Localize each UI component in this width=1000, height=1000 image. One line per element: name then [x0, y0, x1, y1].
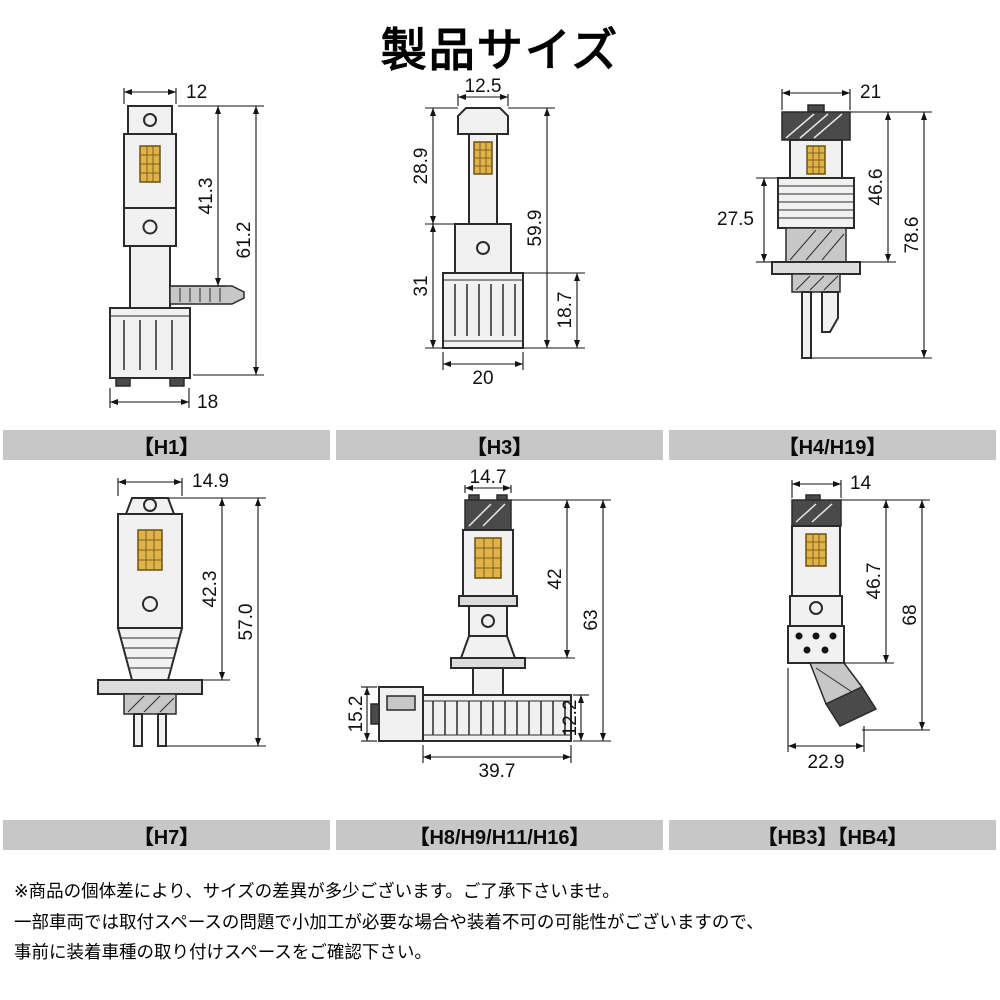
h3-dim-lower-right: 18.7 — [555, 292, 576, 329]
h4-dim-total-height: 78.6 — [902, 217, 923, 254]
h7-technical-drawing: 14.9 42.3 57.0 — [97, 471, 266, 747]
h3-dim-lower-left: 31 — [411, 275, 432, 296]
hb3-dim-top-width: 14 — [850, 473, 872, 494]
h1-dim-bottom-width: 18 — [197, 392, 218, 413]
h8-dim-total-height: 63 — [581, 609, 602, 630]
contact-prongs — [133, 713, 167, 747]
side-connector — [370, 686, 424, 742]
hb3-dim-bottom-width: 22.9 — [808, 752, 845, 773]
hb3-dim-total-height: 68 — [900, 604, 921, 625]
h4-dimensions: 21 27.5 46.6 78.6 — [717, 82, 932, 359]
h8-technical-drawing: 14.7 42 63 12.2 15.2 — [346, 468, 611, 782]
led-chip — [137, 529, 163, 571]
h8-dim-right-lower: 12.2 — [560, 700, 581, 737]
heat-sink-base — [442, 272, 524, 349]
panel-label-h8-h9-h11-h16: 【H8/H9/H11/H16】 — [336, 820, 663, 850]
hb3-technical-drawing: 14 46.7 68 22.9 — [787, 473, 930, 773]
h8-dim-bottom-width: 39.7 — [479, 761, 516, 782]
footnotes: ※商品の個体差により、サイズの差異が多少ございます。ご了承下さいませ。 一部車両… — [14, 876, 989, 968]
panel-h7: 14.9 42.3 57.0 【H7】 — [0, 468, 333, 850]
angled-connector — [808, 662, 878, 727]
h8-dim-top-width: 14.7 — [470, 468, 507, 488]
hb3-dimensions: 14 46.7 68 22.9 — [787, 473, 930, 773]
h3-technical-drawing: 12.5 28.9 31 59.9 18.7 — [411, 78, 585, 389]
heat-sink-base — [109, 307, 191, 387]
led-chip — [474, 537, 502, 579]
h3-dim-top-width: 12.5 — [465, 78, 502, 97]
led-chip — [805, 533, 827, 567]
h8-dim-inner-height: 42 — [545, 568, 566, 589]
h4-dim-left: 27.5 — [717, 209, 754, 230]
panel-hb3-hb4: 14 46.7 68 22.9 【HB3】【HB4】 — [666, 468, 999, 850]
h1-dimensions: 12 41.3 61.2 18 — [109, 82, 264, 413]
h1-bulb-shape — [109, 105, 245, 387]
h8-dim-left-lower: 15.2 — [346, 696, 367, 733]
h3-dimensions: 12.5 28.9 31 59.9 18.7 — [411, 78, 585, 389]
panel-label-h7: 【H7】 — [3, 820, 330, 850]
h1-dim-total-height: 61.2 — [234, 222, 255, 259]
panel-label-hb3-hb4: 【HB3】【HB4】 — [669, 820, 996, 850]
heat-sink-base — [422, 694, 572, 742]
h3-dim-total-height: 59.9 — [525, 210, 546, 247]
page-title: 製品サイズ — [380, 24, 620, 76]
hb3-dim-inner-height: 46.7 — [864, 563, 885, 600]
h8-dimensions: 14.7 42 63 12.2 15.2 — [346, 468, 611, 782]
panel-h8-h9-h11-h16: 14.7 42 63 12.2 15.2 — [333, 468, 666, 850]
heat-sink-fins — [116, 627, 184, 681]
h1-dim-top-width: 12 — [186, 82, 207, 103]
h1-dim-inner-height: 41.3 — [196, 178, 217, 215]
footnote-line-1: ※商品の個体差により、サイズの差異が多少ございます。ご了承下さいませ。 — [14, 881, 620, 901]
panel-label-h3: 【H3】 — [336, 430, 663, 460]
contact-prongs — [801, 291, 839, 359]
connector-tab — [169, 285, 245, 305]
h7-dim-total-height: 57.0 — [236, 604, 257, 641]
vented-body — [787, 625, 845, 664]
h7-dim-inner-height: 42.3 — [200, 571, 221, 608]
led-chip — [139, 145, 161, 183]
h1-technical-drawing: 12 41.3 61.2 18 — [109, 82, 264, 413]
hb3-bulb-shape — [787, 494, 878, 727]
footnote-line-3: 事前に装着車種の取り付けスペースをご確認下さい。 — [14, 942, 432, 963]
h4-dim-upper-right: 46.6 — [866, 169, 887, 206]
panel-h4-h19: 21 27.5 46.6 78.6 【H4/H19】 — [666, 78, 999, 460]
led-chip — [806, 145, 826, 175]
heat-sink-fins — [777, 177, 855, 229]
h8-bulb-shape — [370, 494, 572, 742]
footnote-line-2: 一部車両では取付スペースの問題で小加工が必要な場合や装着不可の可能性がございます… — [14, 911, 764, 932]
panel-h3: 12.5 28.9 31 59.9 18.7 — [333, 78, 666, 460]
h4-bulb-shape — [771, 104, 861, 359]
h4-dim-top-width: 21 — [860, 82, 881, 103]
h3-bulb-shape — [442, 107, 524, 349]
h3-dim-upper-left: 28.9 — [411, 148, 432, 185]
h7-dim-top-width: 14.9 — [192, 471, 229, 492]
panel-h1: 12 41.3 61.2 18 【H1】 — [0, 78, 333, 460]
h7-dimensions: 14.9 42.3 57.0 — [117, 471, 266, 747]
panel-label-h1: 【H1】 — [3, 430, 330, 460]
h7-bulb-shape — [97, 497, 203, 747]
panel-label-h4-h19: 【H4/H19】 — [669, 430, 996, 460]
h4-technical-drawing: 21 27.5 46.6 78.6 — [717, 82, 932, 359]
led-chip — [473, 141, 493, 175]
h3-dim-bottom-width: 20 — [472, 368, 493, 389]
